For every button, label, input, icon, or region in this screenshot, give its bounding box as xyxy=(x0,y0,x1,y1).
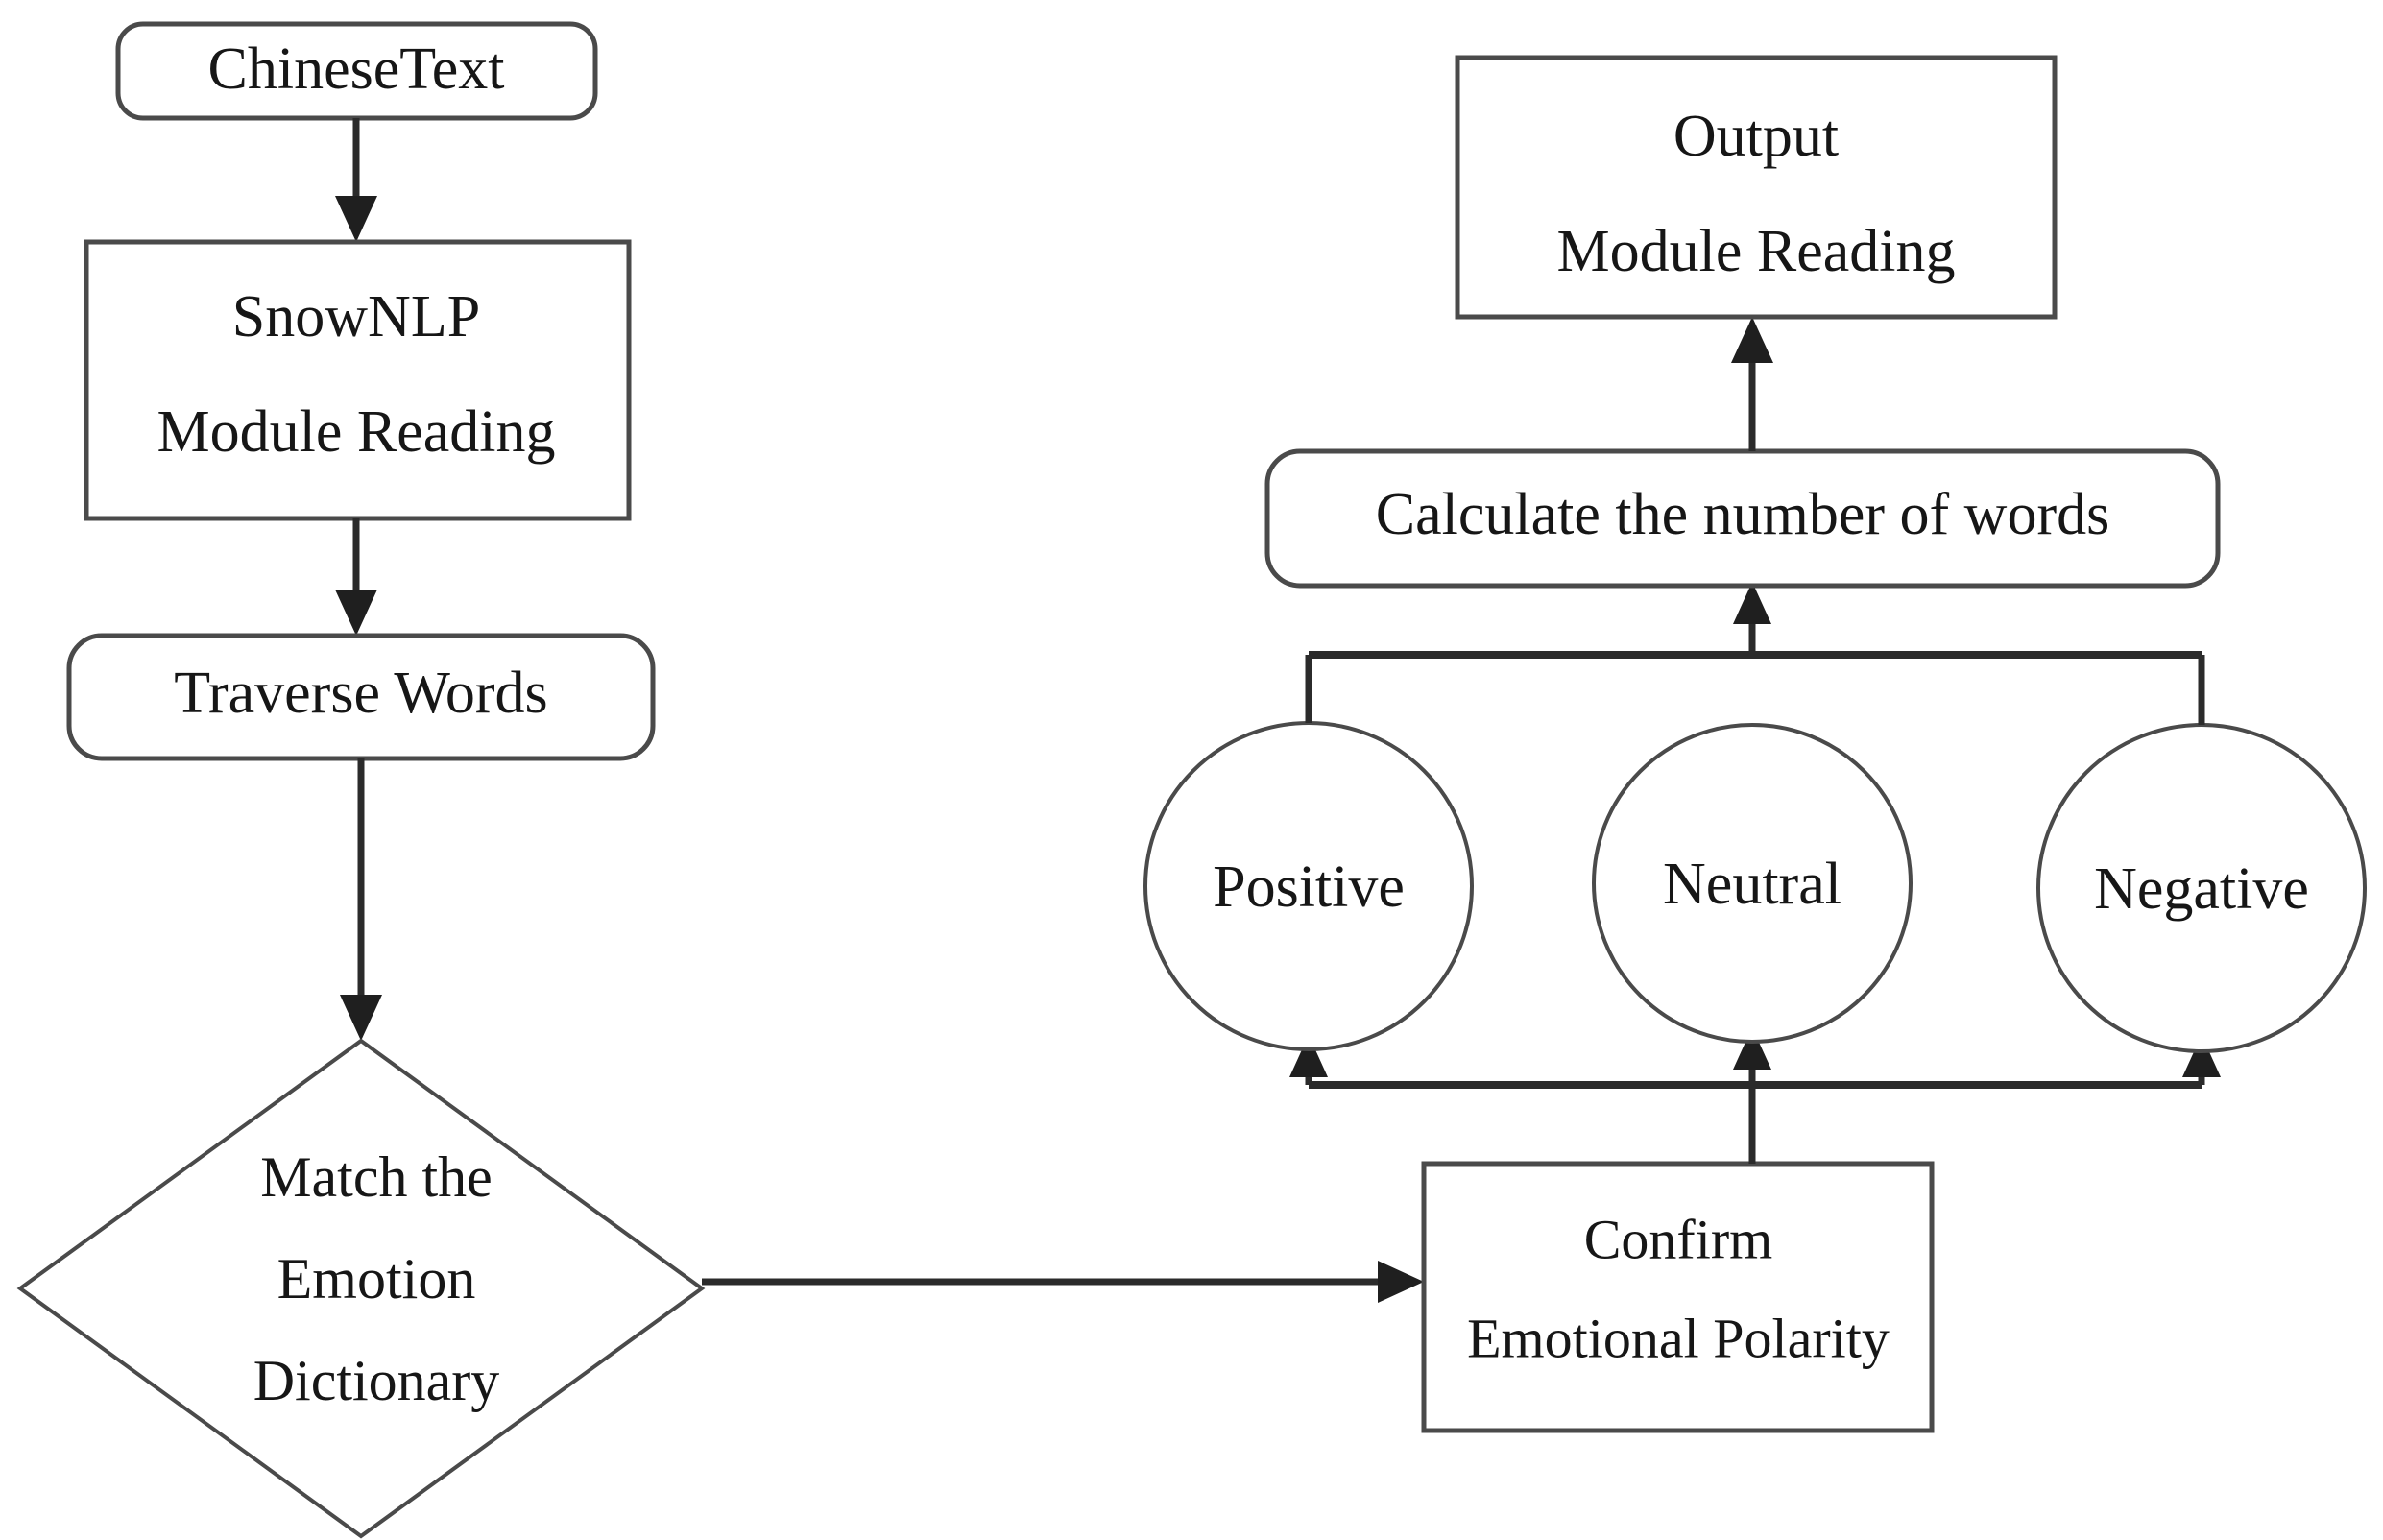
node-snownlp[interactable]: SnowNLP Module Reading xyxy=(84,239,632,521)
node-calculate-words[interactable]: Calculate the number of words xyxy=(1264,448,2221,589)
positive-label: Positive xyxy=(1213,854,1405,920)
edge-match-dictionary-to-confirm-polarity xyxy=(702,1261,1424,1303)
snownlp-label-line2: Module Reading xyxy=(157,399,556,465)
edge-chinese-text-to-snownlp xyxy=(335,118,377,242)
output-module-shape xyxy=(1455,55,2058,320)
node-output-module[interactable]: Output Module Reading xyxy=(1455,55,2058,320)
match-dictionary-label-line1: Match the xyxy=(260,1145,493,1209)
match-dictionary-shape xyxy=(16,1038,706,1539)
node-chinese-text[interactable]: ChineseText xyxy=(115,21,598,121)
chinese-text-label: ChineseText xyxy=(207,36,504,102)
traverse-words-label: Traverse Words xyxy=(174,661,547,726)
edge-traverse-words-to-match-dictionary xyxy=(340,758,382,1041)
edge-snownlp-to-traverse-words xyxy=(335,518,377,636)
snownlp-label-line1: SnowNLP xyxy=(232,284,480,349)
node-positive[interactable]: Positive xyxy=(1143,721,1474,1051)
node-confirm-polarity[interactable]: Confirm Emotional Polarity xyxy=(1421,1161,1935,1433)
calculate-words-shape xyxy=(1264,448,2221,589)
edge-calculate-words-to-output-module xyxy=(1731,317,1773,451)
node-neutral[interactable]: Neutral xyxy=(1592,723,1913,1044)
node-negative[interactable]: Negative xyxy=(2036,723,2367,1053)
output-module-label-line1: Output xyxy=(1673,104,1839,169)
output-module-label-line2: Module Reading xyxy=(1557,219,1956,284)
calculate-words-label: Calculate the number of words xyxy=(1376,482,2109,547)
node-match-dictionary[interactable]: Match the Emotion Dictionary xyxy=(16,1038,706,1539)
match-dictionary-label-line2: Emotion xyxy=(277,1247,476,1311)
edge-sentiment-circles-to-calculate-words xyxy=(1305,582,2205,725)
neutral-shape xyxy=(1592,723,1913,1044)
confirm-polarity-label-line2: Emotional Polarity xyxy=(1467,1307,1890,1369)
snownlp-shape xyxy=(84,239,632,521)
node-traverse-words[interactable]: Traverse Words xyxy=(66,633,656,761)
neutral-label: Neutral xyxy=(1663,852,1841,917)
confirm-polarity-label-line1: Confirm xyxy=(1584,1208,1773,1270)
confirm-polarity-shape xyxy=(1421,1161,1935,1433)
negative-label: Negative xyxy=(2094,856,2309,922)
match-dictionary-label-line3: Dictionary xyxy=(253,1349,500,1412)
edge-confirm-polarity-to-sentiment-circles xyxy=(1289,1027,2221,1164)
